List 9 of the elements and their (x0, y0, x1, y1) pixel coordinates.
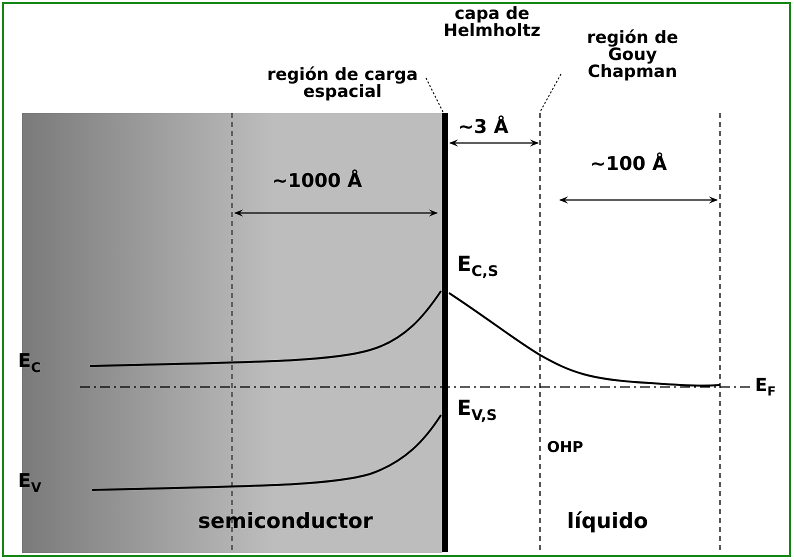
region-name: semiconductor (198, 511, 373, 532)
energy-level-label: E$_{C,S}$ (457, 254, 498, 280)
region-label: región de carga espacial (266, 67, 419, 101)
region-label: capa de Helmholtz (442, 6, 542, 40)
region-label: región de Gouy Chapman (586, 30, 680, 81)
energy-level-label: E$_{F}$ (755, 377, 776, 398)
boundary-label: OHP (547, 440, 584, 455)
region-name: líquido (567, 511, 648, 532)
energy-level-label: E$_{V,S}$ (457, 398, 497, 424)
